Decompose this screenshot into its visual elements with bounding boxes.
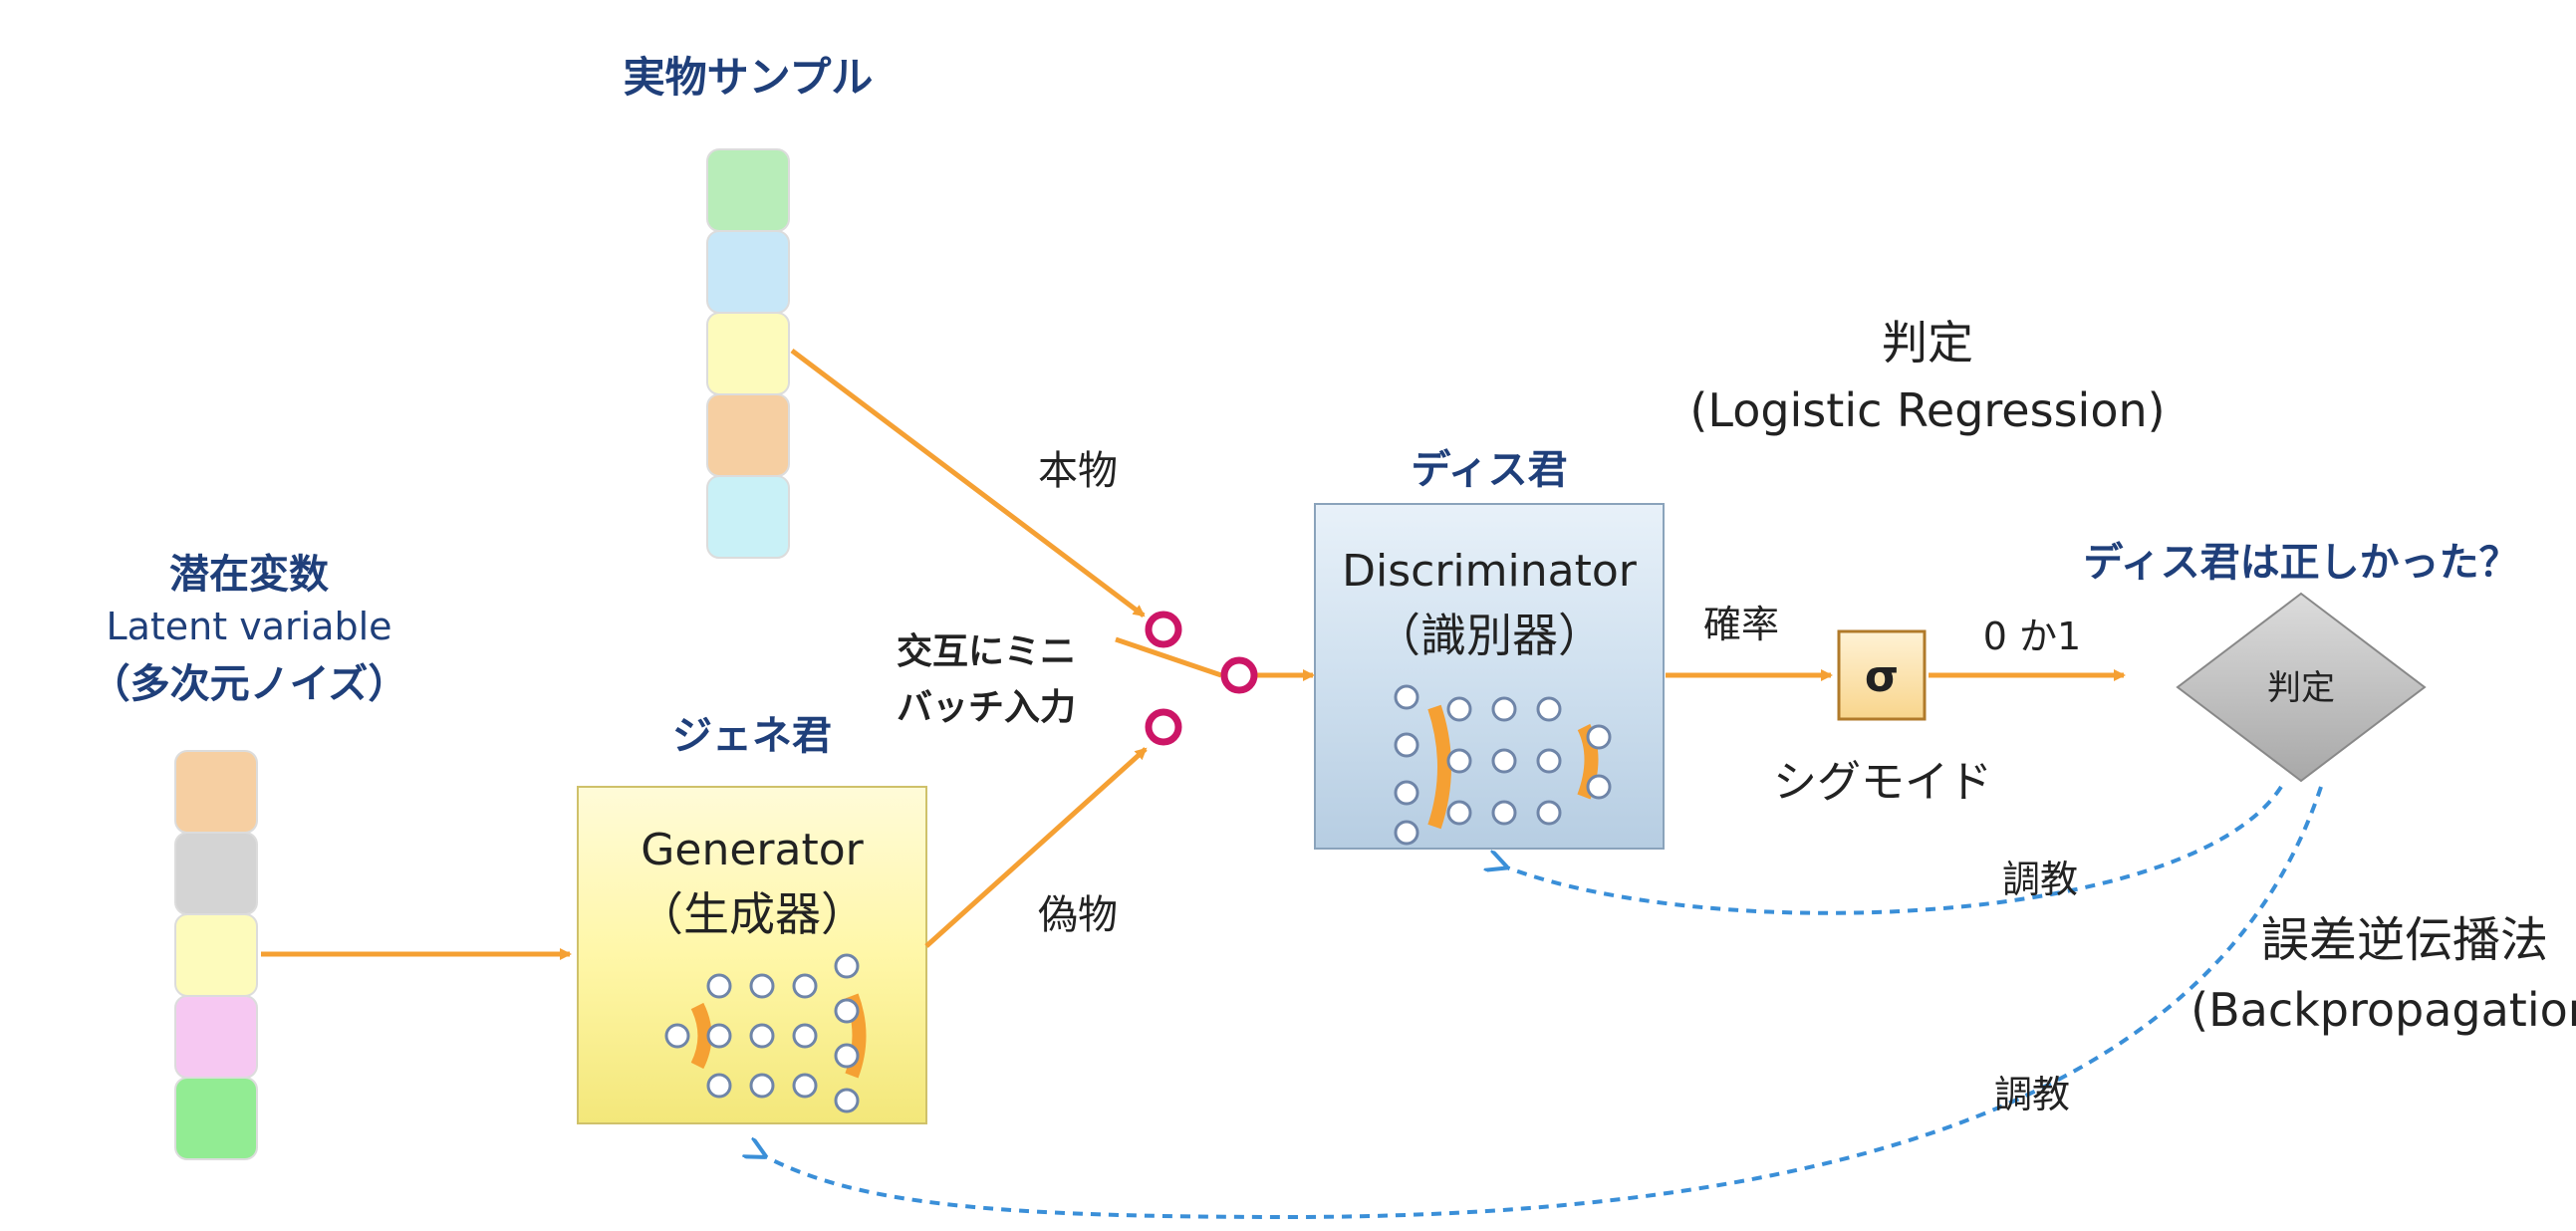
sigmoid-label: シグモイド <box>1773 757 1992 808</box>
switch-terminal-real <box>1145 611 1182 648</box>
switch-terminal-output <box>1220 656 1258 694</box>
discriminator-nickname: ディス君 <box>1411 447 1567 493</box>
tune-discriminator-label: 調教 <box>2002 858 2078 901</box>
sigmoid-symbol: σ <box>1865 651 1899 702</box>
real-to-switch-arrow <box>790 349 1146 617</box>
feedback-arrows <box>763 785 2323 1220</box>
discriminator-name-ja: （識別器） <box>1375 609 1604 662</box>
discriminator-box: Discriminator （識別器） <box>1314 503 1665 850</box>
feedback-to-discriminator-arrow <box>1504 785 2283 915</box>
tune-generator-label: 調教 <box>1994 1073 2070 1116</box>
flow-arrows <box>261 349 2126 960</box>
feedback-to-generator-arrow <box>763 786 2323 1220</box>
fake-to-switch-arrow <box>924 747 1148 948</box>
generator-name: Generator <box>641 825 864 875</box>
judge-diamond: 判定 <box>2176 592 2427 783</box>
generator-name-ja: （生成器） <box>638 887 867 941</box>
real-samples-title: 実物サンプル <box>624 53 874 102</box>
discriminator-name: Discriminator <box>1342 546 1638 597</box>
real-label: 本物 <box>1038 448 1118 494</box>
judge-diamond-label: 判定 <box>2267 668 2335 708</box>
latent-variable-stack <box>174 750 258 1160</box>
minibatch-label-line2: バッチ入力 <box>897 687 1076 728</box>
latent-title-ja: 潜在変数 <box>169 552 329 598</box>
judgement-title: 判定 <box>1882 316 1973 369</box>
fake-label: 偽物 <box>1038 892 1118 938</box>
backprop-title: 誤差逆伝播法 <box>2261 912 2548 968</box>
latent-subtitle: （多次元ノイズ） <box>91 661 408 707</box>
latent-title-en: Latent variable <box>106 605 391 648</box>
switch-terminals <box>1145 611 1258 746</box>
zero-or-one-label: 0 か1 <box>1983 615 2081 658</box>
sigmoid-box: σ <box>1837 629 1927 721</box>
switch-lever <box>1115 636 1222 678</box>
judgement-subtitle: (Logistic Regression) <box>1689 383 2165 437</box>
real-sample-stack <box>706 148 790 559</box>
probability-label: 確率 <box>1703 603 1779 646</box>
generator-box: Generator （生成器） <box>577 786 927 1124</box>
generator-nickname: ジェネ君 <box>672 713 832 759</box>
judgement-question: ディス君は正しかった？ <box>2083 540 2518 586</box>
minibatch-label-line1: 交互にミニ <box>897 630 1076 672</box>
generator-network-icon <box>664 953 867 1113</box>
switch-terminal-fake <box>1145 708 1182 746</box>
discriminator-network-icon <box>1394 684 1612 846</box>
backprop-subtitle: (Backpropagation) <box>2190 983 2576 1037</box>
